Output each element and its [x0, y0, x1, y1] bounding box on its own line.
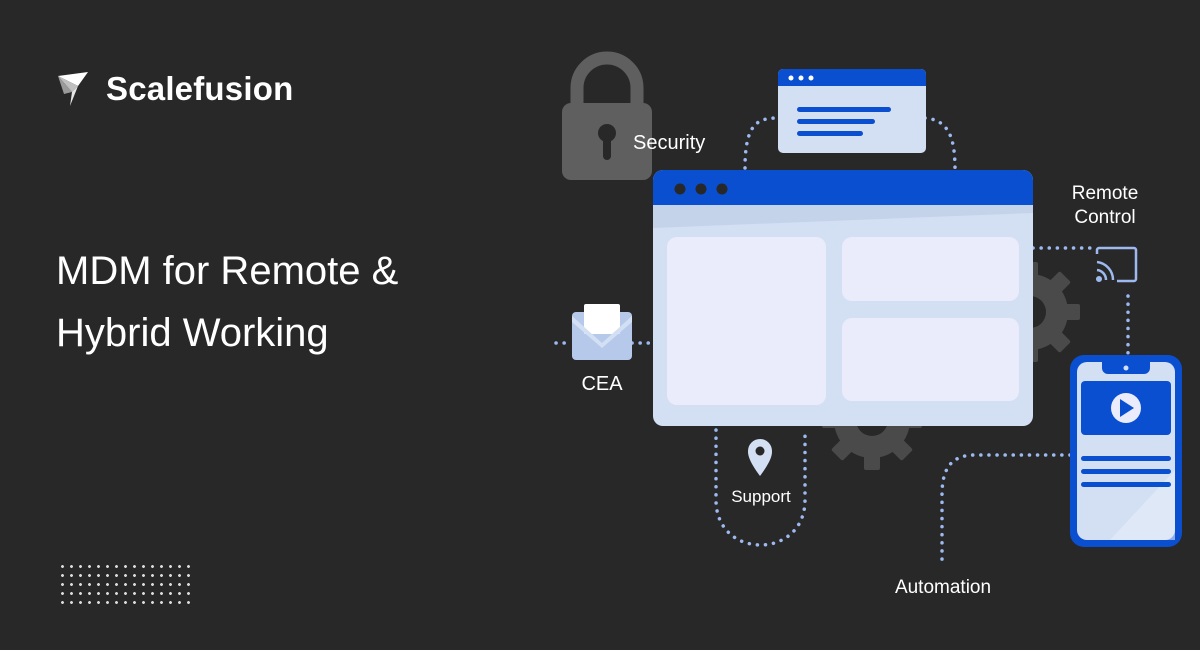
- label-support: Support: [731, 487, 791, 506]
- label-remote-control-line-1: Remote: [1072, 183, 1139, 204]
- location-pin-icon: [748, 439, 772, 476]
- main-browser-window: [653, 170, 1033, 426]
- play-icon: [1111, 393, 1141, 423]
- scalefusion-bird-logo-icon: [58, 72, 88, 106]
- headline-line-2: Hybrid Working: [56, 311, 329, 355]
- dotted-connectors: [554, 116, 1130, 567]
- headline: MDM for Remote & Hybrid Working: [56, 240, 398, 364]
- label-remote-control-line-2: Control: [1074, 207, 1135, 228]
- headline-line-1: MDM for Remote &: [56, 249, 399, 293]
- brand: Scalefusion: [54, 70, 293, 108]
- label-automation: Automation: [895, 577, 991, 598]
- smartphone-icon: [1070, 355, 1182, 547]
- decorative-dot-grid: [58, 562, 193, 607]
- label-security: Security: [633, 132, 705, 154]
- label-cea: CEA: [581, 373, 623, 395]
- browser-window-icon: [778, 69, 926, 153]
- padlock-icon: [562, 51, 652, 180]
- brand-name: Scalefusion: [106, 70, 294, 107]
- cast-icon: [1095, 246, 1138, 283]
- envelope-icon: [572, 304, 632, 360]
